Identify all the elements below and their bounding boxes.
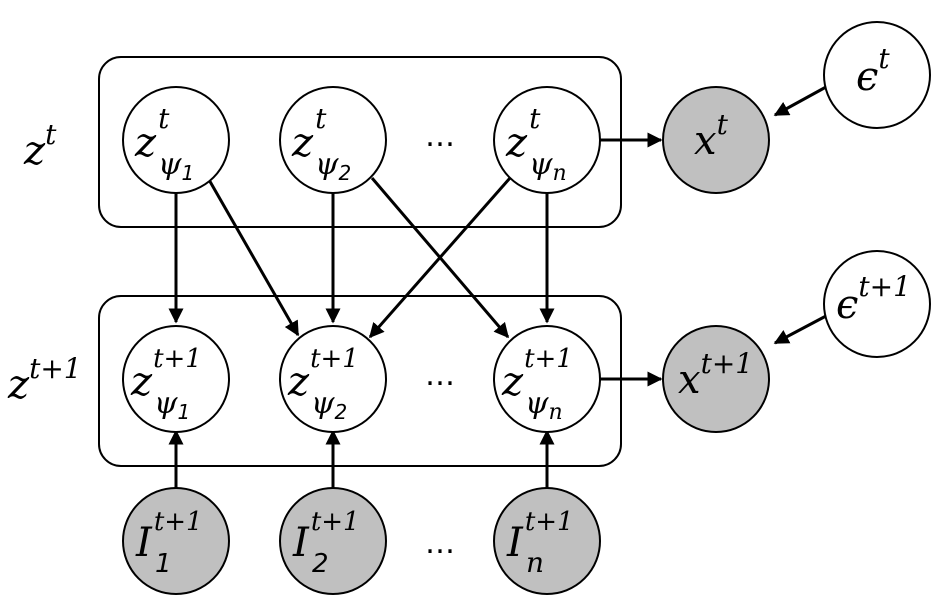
svg-text:zt+1ψ1: zt+1ψ1	[130, 344, 202, 424]
node-x-t: xt	[662, 86, 770, 194]
node-epsilon-t1: ϵt+1	[823, 250, 931, 358]
svg-text:It+11: It+11	[135, 507, 203, 579]
edges	[168, 85, 827, 488]
svg-text:It+1n: It+1n	[506, 507, 574, 579]
svg-text:xt: xt	[694, 108, 729, 164]
svg-text:zt+1ψ2: zt+1ψ2	[287, 344, 359, 424]
plate-label-zt1: zt+1	[7, 352, 82, 408]
plate-zt	[98, 56, 622, 228]
plate-zt1	[98, 295, 622, 467]
svg-text:zt+1ψn: zt+1ψn	[501, 344, 573, 425]
edge-ztn-to-zt12	[368, 177, 512, 339]
svg-text:It+12: It+12	[292, 507, 360, 579]
ellipsis-top: …	[425, 119, 455, 154]
node-x-t1: xt+1	[662, 325, 770, 433]
svg-text:ϵt+1: ϵt+1	[836, 270, 911, 328]
ellipsis-bottom: …	[425, 526, 455, 561]
svg-text:xt+1: xt+1	[678, 347, 753, 403]
edge-zt1-to-zt12	[206, 177, 300, 337]
ellipsis-middle: …	[425, 358, 455, 393]
plate-label-zt: zt	[23, 118, 57, 174]
edge-epst1-to-xt1	[773, 314, 827, 345]
edge-epst-to-xt	[773, 85, 827, 117]
svg-text:ϵt: ϵt	[856, 42, 890, 100]
node-epsilon-t: ϵt	[823, 21, 931, 129]
